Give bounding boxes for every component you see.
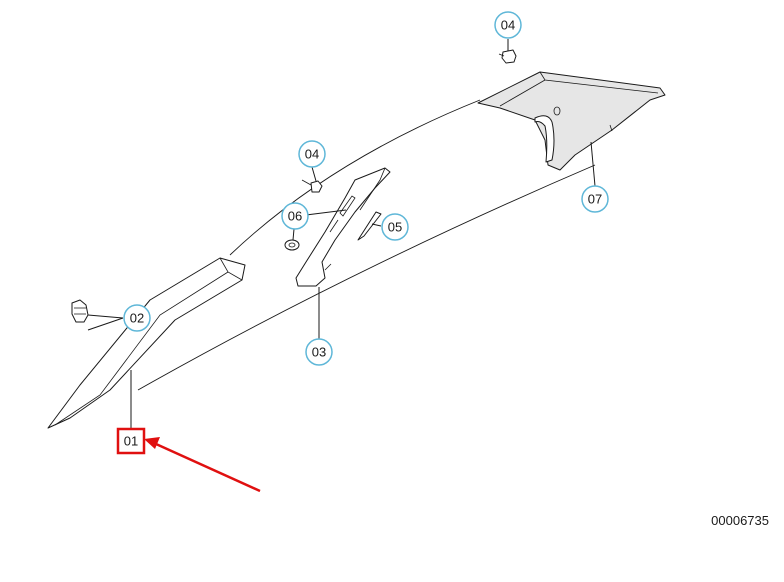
part-06-grommet	[284, 239, 300, 251]
callout-03[interactable]: 03	[305, 338, 333, 366]
part-05-strip	[357, 211, 382, 241]
callout-06-label: 06	[288, 209, 302, 224]
callout-04-top[interactable]: 04	[494, 11, 522, 39]
callout-02[interactable]: 02	[123, 304, 151, 332]
part-01-a-pillar-trim	[47, 257, 246, 429]
callout-05[interactable]: 05	[381, 213, 409, 241]
callout-07-label: 07	[588, 192, 602, 207]
highlight-arrow	[144, 437, 261, 493]
callout-04-mid[interactable]: 04	[298, 140, 326, 168]
part-02-clip	[71, 299, 89, 323]
reference-number: 00006735	[711, 513, 769, 528]
body-outline	[137, 99, 596, 391]
part-07-rear-panel	[477, 71, 666, 171]
part-04-clip-mid	[301, 179, 323, 193]
callout-01[interactable]: 01	[116, 427, 146, 455]
part-04-clip-top	[498, 49, 517, 64]
callout-03-label: 03	[312, 345, 326, 360]
highlight-box	[116, 427, 146, 455]
callout-07[interactable]: 07	[581, 185, 609, 213]
callout-06[interactable]: 06	[281, 202, 309, 230]
callout-02-label: 02	[130, 311, 144, 326]
callout-01-label: 01	[124, 434, 138, 449]
leader-lines	[87, 39, 596, 430]
callout-05-label: 05	[388, 220, 402, 235]
part-03-pillar-trim	[295, 167, 391, 287]
callout-04-mid-label: 04	[305, 147, 319, 162]
callout-04-top-label: 04	[501, 18, 515, 33]
